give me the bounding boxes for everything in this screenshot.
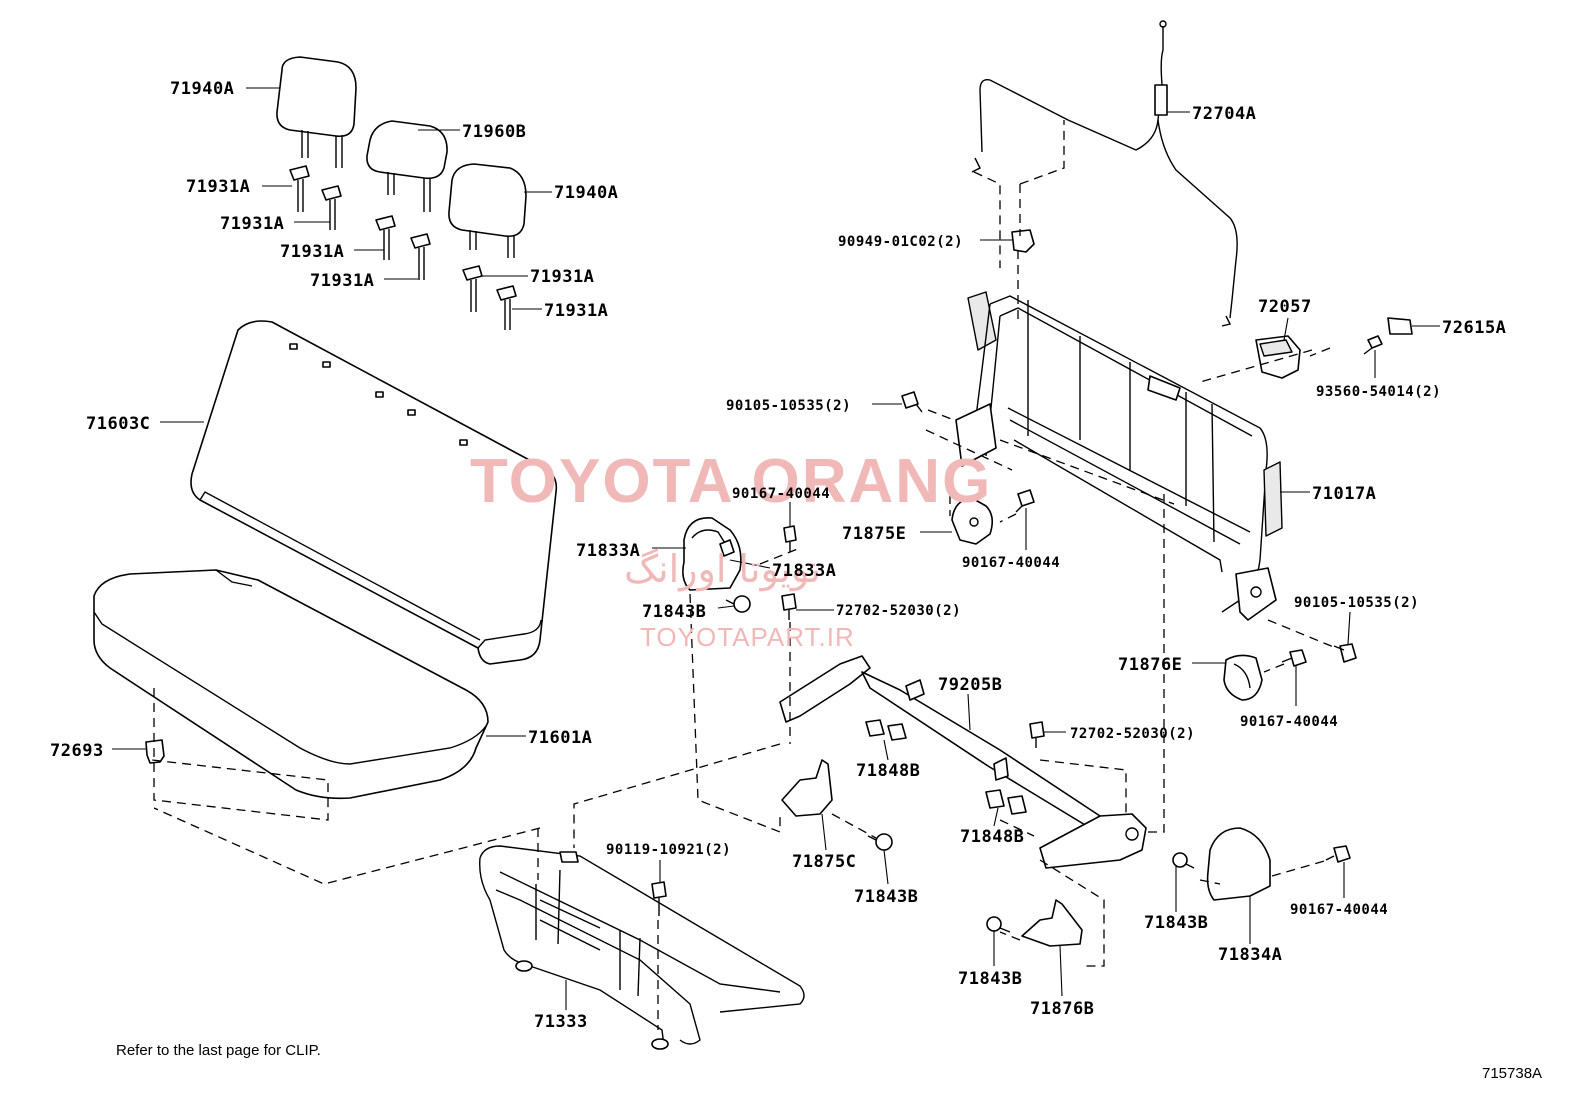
label-71848B-2: 71848B (960, 827, 1024, 847)
label-71931A-3: 71931A (280, 242, 344, 262)
figure-code: 715738A (1482, 1065, 1542, 1082)
label-90167-40044-1: 90167-40044 (732, 486, 830, 502)
label-72702-52030-2: 72702-52030(2) (1070, 726, 1195, 742)
label-90167-40044-3: 90167-40044 (1240, 714, 1338, 730)
cable-72704A (971, 20, 1238, 327)
label-71960B: 71960B (462, 122, 526, 142)
label-71876E: 71876E (1118, 655, 1182, 675)
label-90167-40044-2: 90167-40044 (962, 555, 1060, 571)
label-90105-10535-2: 90105-10535(2) (1294, 595, 1419, 611)
label-72702-52030-1: 72702-52030(2) (836, 603, 961, 619)
cover-71876E (1223, 654, 1263, 701)
label-72057: 72057 (1258, 297, 1312, 317)
hinge-bar-79205B (779, 655, 1147, 869)
label-90105-10535-1: 90105-10535(2) (726, 398, 851, 414)
label-72704A: 72704A (1192, 104, 1256, 124)
seat-back-frame-71017A (955, 291, 1283, 621)
label-71603C: 71603C (86, 414, 150, 434)
label-71833A-2: 71833A (772, 561, 836, 581)
seat-cushion-71601A (93, 569, 489, 800)
label-71834A: 71834A (1218, 945, 1282, 965)
clip-90949-01C02 (1011, 229, 1035, 253)
label-71931A-5: 71931A (530, 267, 594, 287)
label-71875E: 71875E (842, 524, 906, 544)
label-71833A-1: 71833A (576, 541, 640, 561)
bolts (651, 335, 1383, 916)
watermark-site: TOYOTAPART.IR (640, 622, 855, 652)
label-71848B-1: 71848B (856, 761, 920, 781)
pins-71843B (725, 595, 1195, 933)
label-72693: 72693 (50, 741, 104, 761)
label-71931A-2: 71931A (220, 214, 284, 234)
label-71931A-6: 71931A (544, 301, 608, 321)
cover-71875E (951, 497, 994, 545)
label-71876B: 71876B (1030, 999, 1094, 1019)
label-71333: 71333 (534, 1012, 588, 1032)
clips-71848B (865, 719, 1027, 815)
label-71931A-1: 71931A (186, 177, 250, 197)
label-71601A: 71601A (528, 728, 592, 748)
label-72615A: 72615A (1442, 318, 1506, 338)
lock-72057 (1255, 335, 1301, 379)
headrest-guides (289, 165, 517, 330)
part-labels: 71940A 71960B 71940A 71931A 71931A 71931… (50, 79, 1506, 1032)
cover-71834A (1206, 827, 1271, 901)
label-71843B-4: 71843B (958, 969, 1022, 989)
label-71843B-2: 71843B (854, 887, 918, 907)
cover-72615A (1387, 317, 1413, 335)
label-71931A-4: 71931A (310, 271, 374, 291)
seat-frame-71333 (479, 845, 805, 1050)
leader-lines (112, 87, 1440, 1010)
label-71843B-3: 71843B (1144, 913, 1208, 933)
hinge-cover-71833A (682, 517, 742, 591)
label-71843B-1: 71843B (642, 602, 706, 622)
clip-72693 (145, 739, 165, 764)
watermark: TOYOTA ORANG تویوتا اورانگ TOYOTAPART.IR (470, 447, 992, 652)
seat-back-71603C (190, 320, 558, 665)
label-71017A: 71017A (1312, 484, 1376, 504)
bracket-71876B (1021, 899, 1083, 947)
bracket-71875C (781, 759, 833, 817)
label-90949-01C02: 90949-01C02(2) (838, 234, 963, 250)
headrest-71940A-left (276, 56, 357, 168)
label-71875C: 71875C (792, 852, 856, 872)
headrest-71940A-right (448, 163, 527, 258)
label-71940A-2: 71940A (554, 183, 618, 203)
label-90119-10921: 90119-10921(2) (606, 842, 731, 858)
label-90167-40044-4: 90167-40044 (1290, 902, 1388, 918)
label-71940A-1: 71940A (170, 79, 234, 99)
headrest-71960B-middle (366, 120, 448, 212)
label-79205B: 79205B (938, 675, 1002, 695)
watermark-persian: تویوتا اورانگ (624, 547, 821, 592)
label-93560-54014: 93560-54014(2) (1316, 384, 1441, 400)
dashed-guides (151, 120, 1337, 1030)
watermark-main: TOYOTA ORANG (470, 447, 992, 516)
clip-note: Refer to the last page for CLIP. (116, 1042, 321, 1059)
